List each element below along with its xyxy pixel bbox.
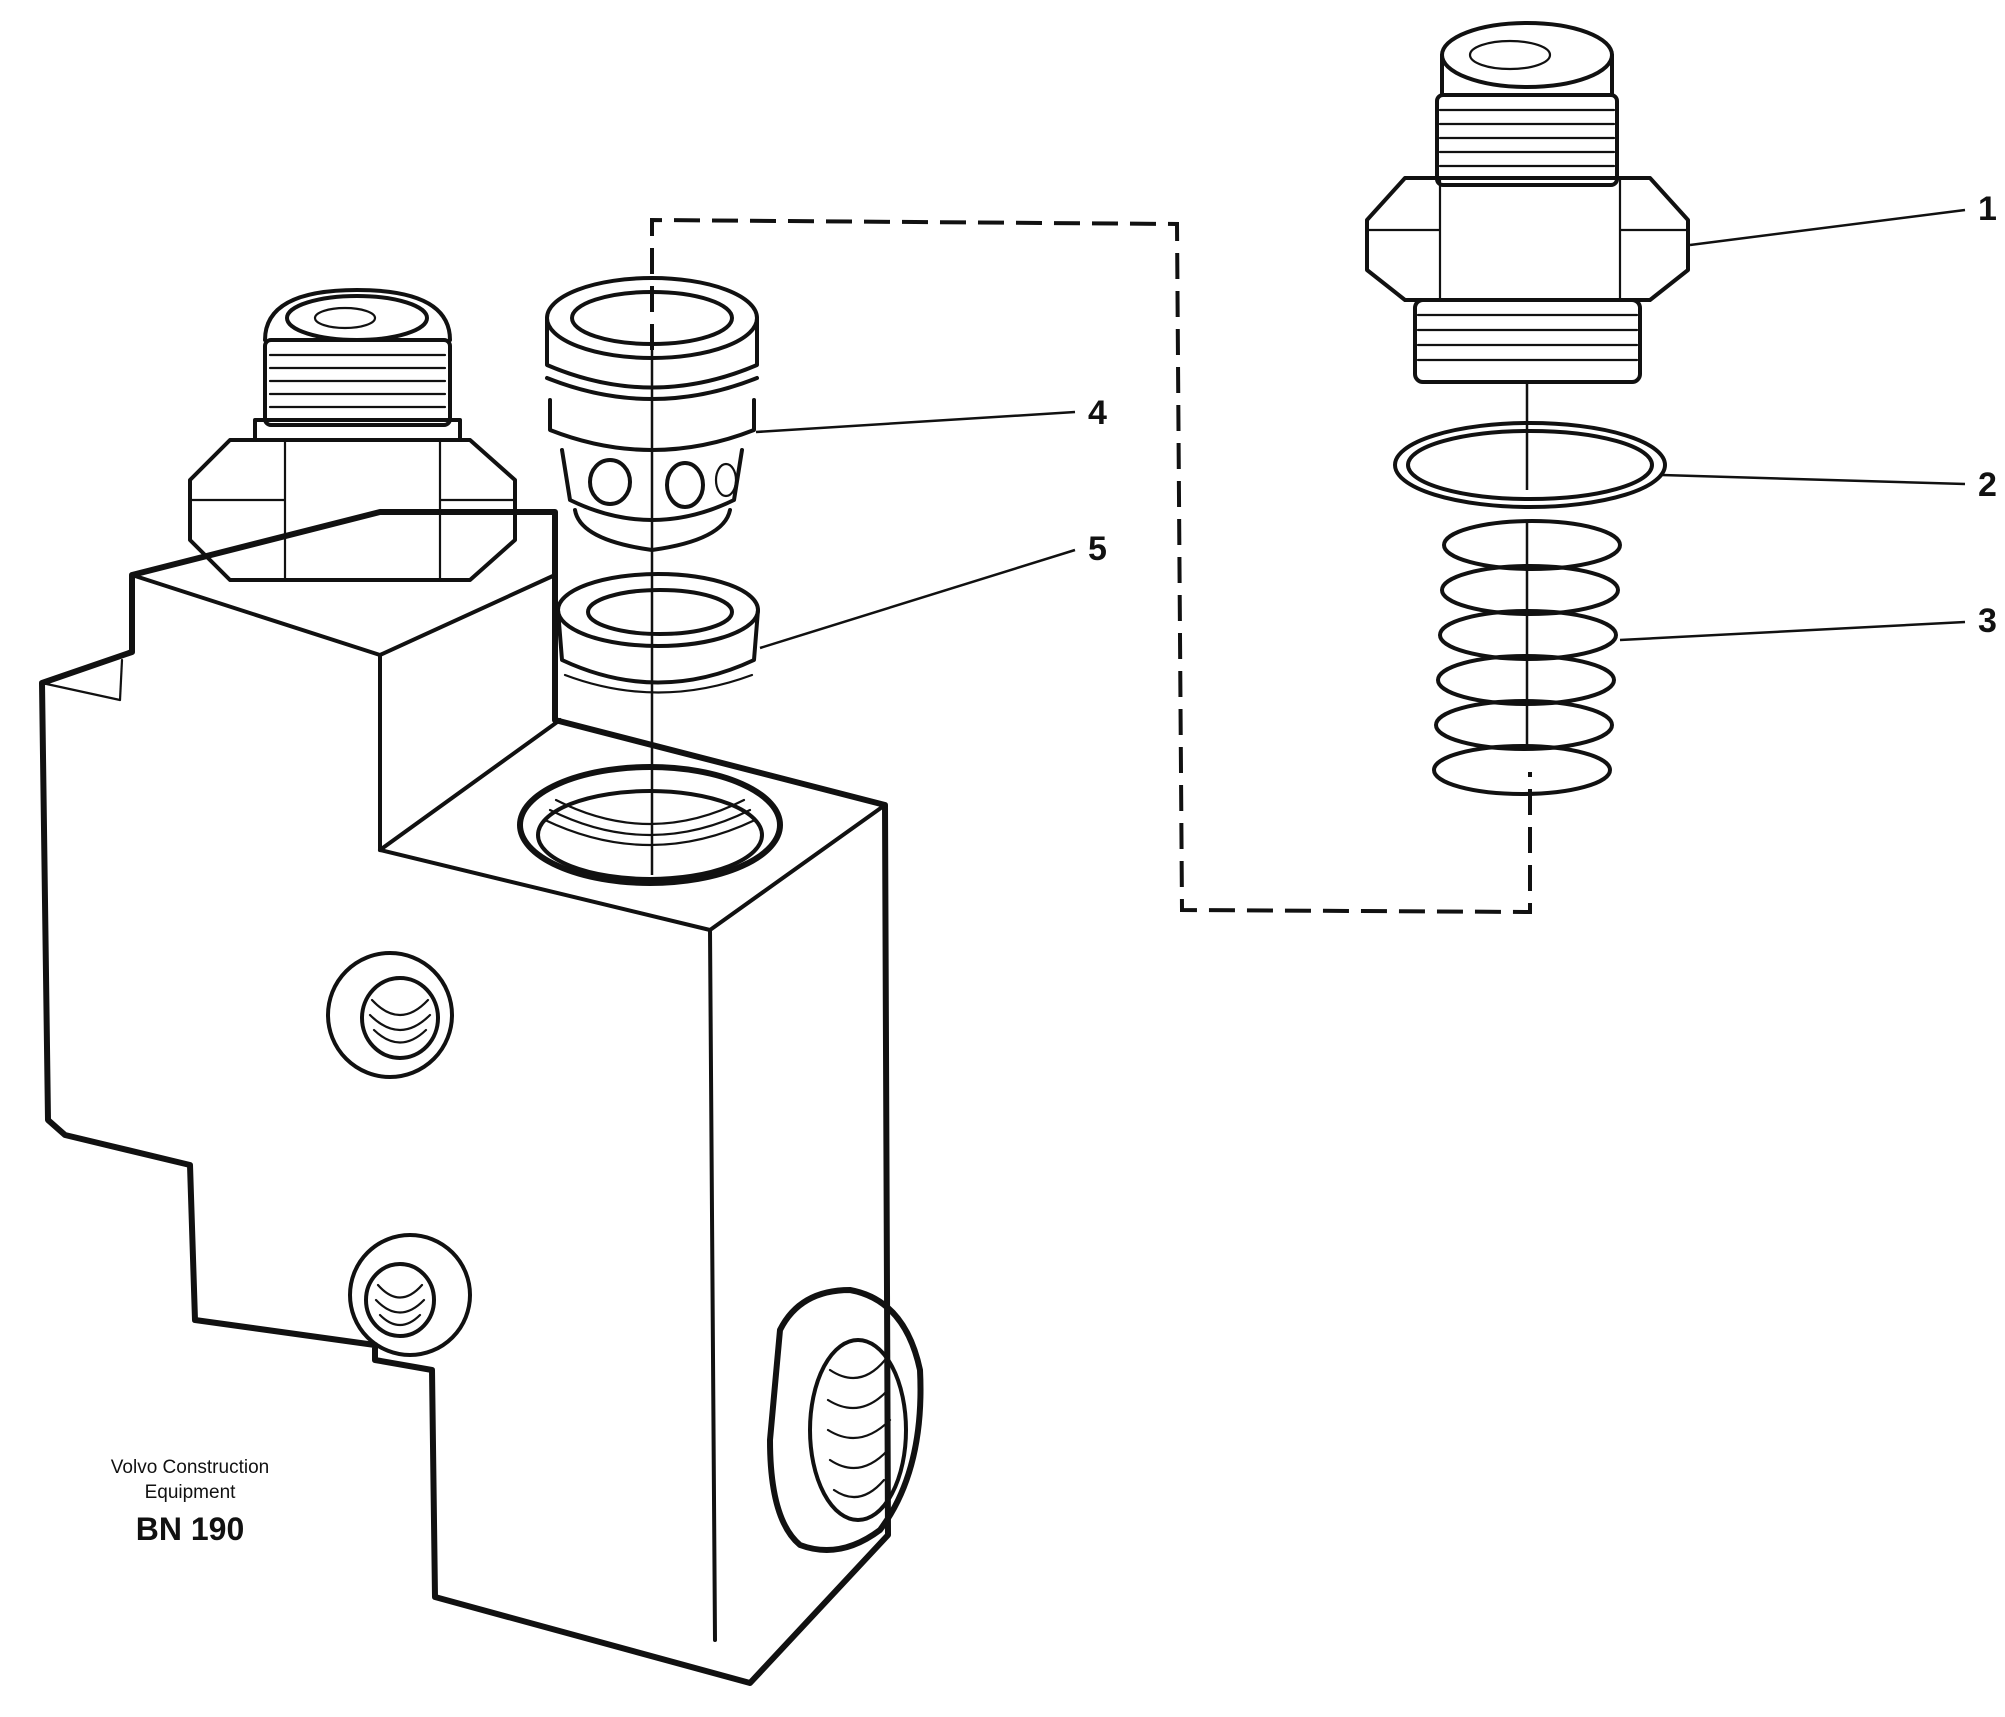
- part-1-plug: [1365, 21, 1690, 490]
- body-side-port-lower: [348, 1233, 472, 1357]
- callout-4: 4: [1088, 394, 1107, 432]
- caption-company-line2: Equipment: [144, 1482, 236, 1503]
- part-2-o-ring: [1393, 421, 1667, 509]
- leader-1: [1689, 208, 1966, 247]
- body-side-port-upper: [326, 951, 454, 1079]
- drawing-code: BN 190: [135, 1511, 245, 1547]
- caption-company: Volvo Construction: [110, 1457, 270, 1478]
- part-3-spring: [1432, 519, 1622, 796]
- body-top-port: [517, 764, 783, 886]
- body-front-port: [767, 1287, 924, 1553]
- callout-3: 3: [1978, 602, 1997, 640]
- part-4-sleeve: [545, 276, 759, 552]
- valve-body: [39, 509, 891, 1686]
- callout-2: 2: [1978, 466, 1997, 504]
- caption-block: Volvo Construction Equipment BN 190: [60, 1455, 320, 1548]
- leader-3: [1619, 620, 1966, 642]
- leader-5: [759, 548, 1076, 650]
- body-fitting: [188, 288, 517, 582]
- part-5-seat-ring: [556, 572, 760, 694]
- leader-2: [1661, 473, 1966, 486]
- assembly-dashed-line: [650, 217, 1532, 915]
- callout-1: 1: [1978, 190, 1997, 228]
- callout-5: 5: [1088, 530, 1107, 568]
- leader-4: [755, 410, 1076, 434]
